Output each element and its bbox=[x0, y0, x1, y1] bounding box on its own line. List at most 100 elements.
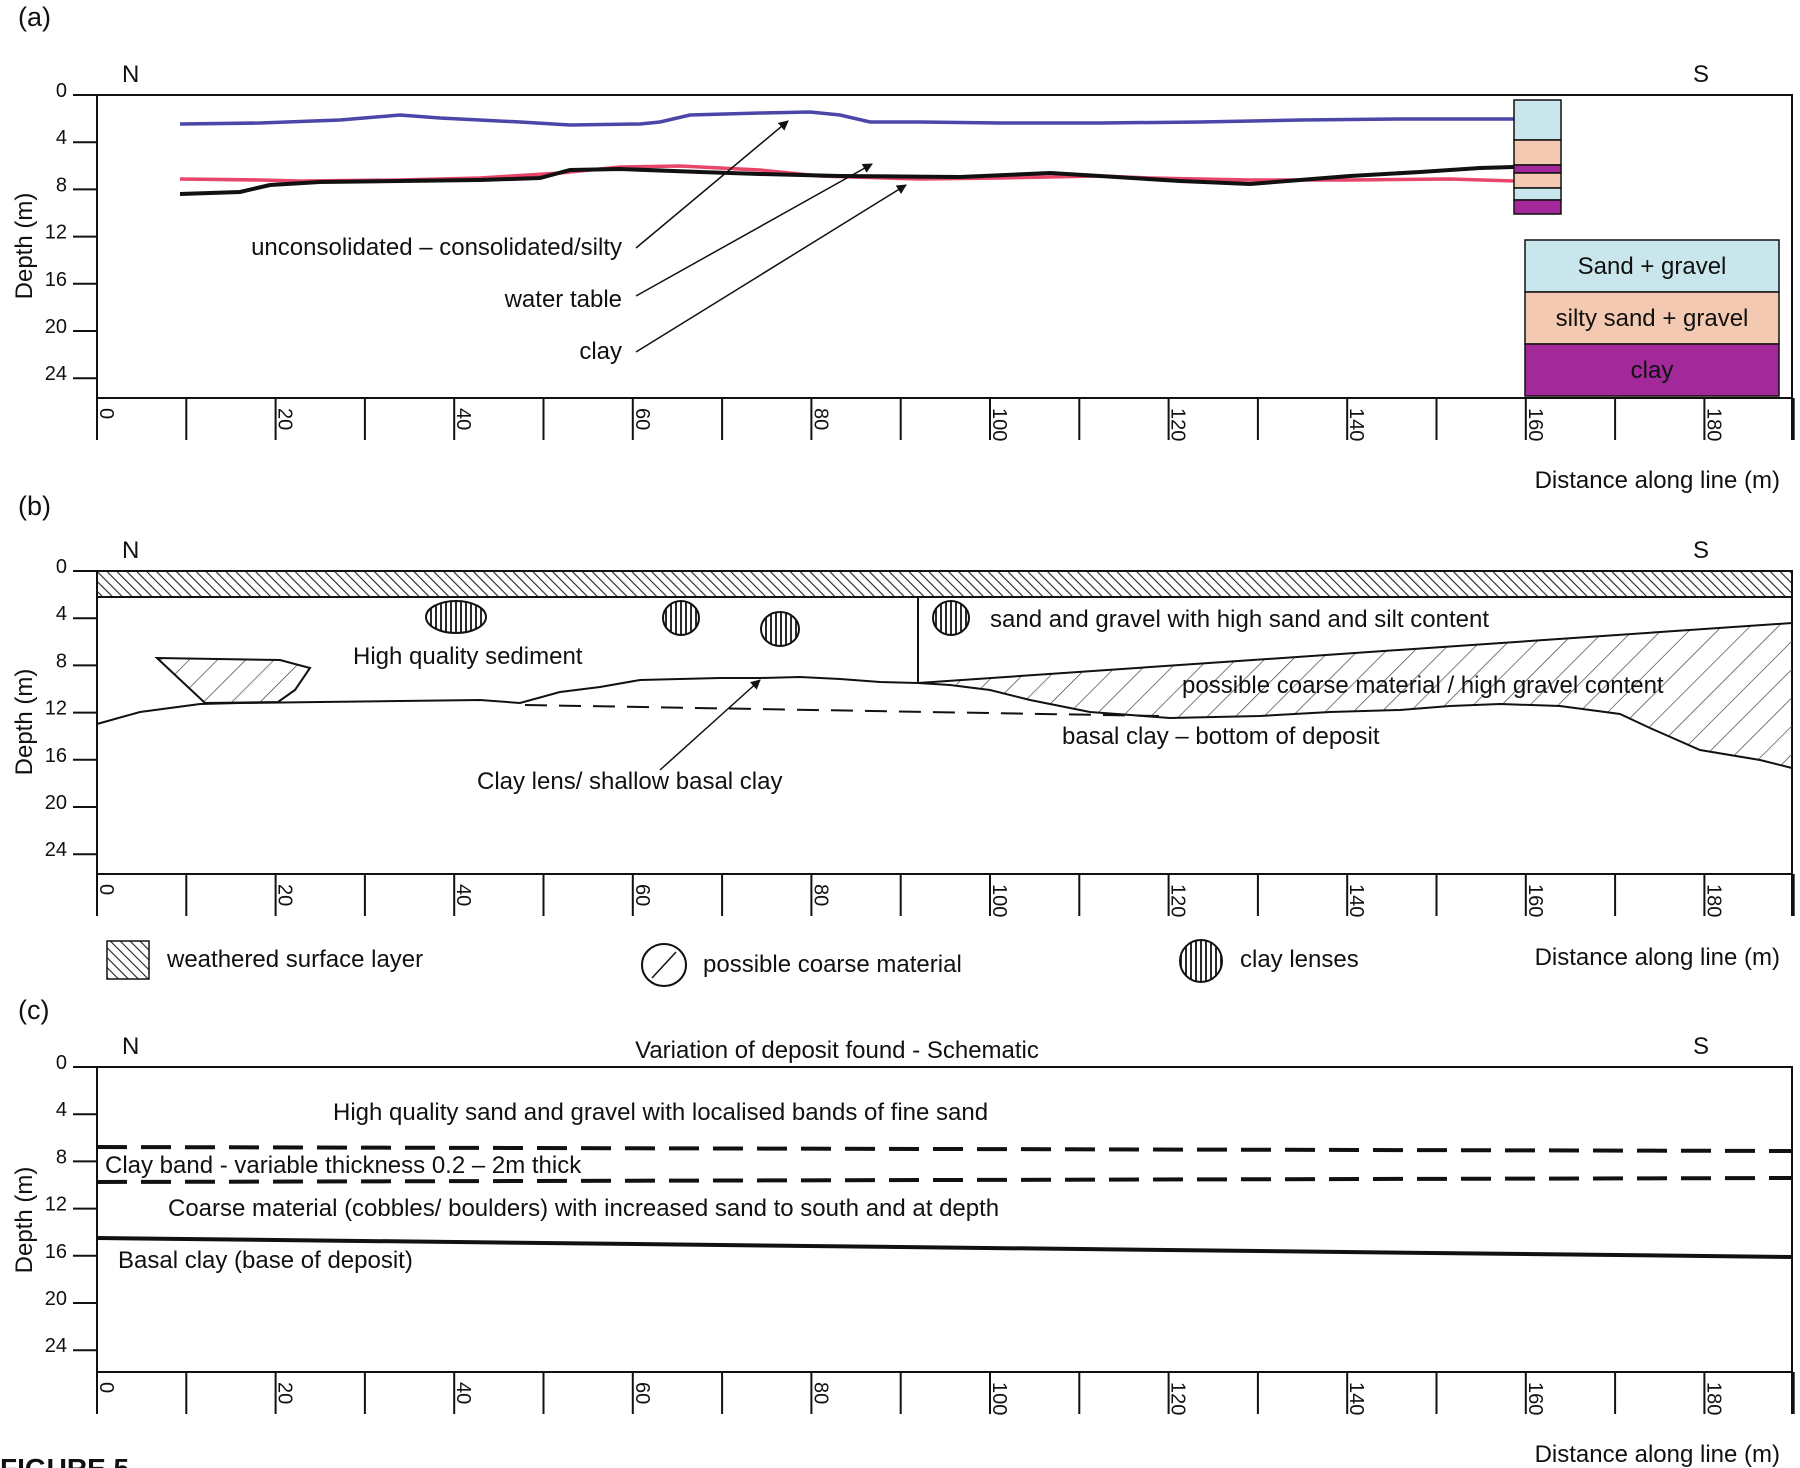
x-tick-label: 40 bbox=[452, 408, 474, 430]
legend-clay-label: clay bbox=[1631, 357, 1674, 384]
panel-c-y-axis-title: Depth (m) bbox=[11, 1167, 38, 1274]
x-tick-label: 160 bbox=[1524, 408, 1546, 441]
coarse-material-zone-south bbox=[918, 623, 1792, 768]
x-tick-label: 100 bbox=[988, 408, 1010, 441]
coarse-material-lens-north bbox=[154, 656, 312, 705]
y-tick-label: 16 bbox=[45, 745, 67, 767]
basal-clay-dashed-line bbox=[524, 704, 1161, 717]
basal-clay-boundary-line bbox=[96, 675, 1793, 769]
x-tick-label: 140 bbox=[1345, 884, 1367, 917]
x-tick-label: 180 bbox=[1702, 408, 1724, 441]
figure-caption: FIGURE 5 bbox=[0, 1453, 129, 1468]
y-tick-label: 16 bbox=[45, 269, 67, 291]
x-tick-label: 0 bbox=[95, 1382, 117, 1393]
clay-band-bottom-line bbox=[96, 1176, 1793, 1184]
x-tick-label: 20 bbox=[274, 408, 296, 430]
coarse-material-label-c: Coarse material (cobbles/ boulders) with… bbox=[168, 1195, 999, 1222]
y-tick-label: 12 bbox=[45, 698, 67, 720]
y-tick-label: 4 bbox=[56, 127, 67, 149]
sand-gravel-label: sand and gravel with high sand and silt … bbox=[990, 606, 1489, 633]
legend-sand-gravel-label: Sand + gravel bbox=[1578, 253, 1727, 280]
panel-b-north-label: N bbox=[122, 537, 139, 564]
x-tick-label: 160 bbox=[1524, 1382, 1546, 1415]
y-tick-label: 24 bbox=[45, 1335, 67, 1357]
clay-lens-4 bbox=[932, 600, 970, 636]
borehole-clay-layer-base bbox=[1513, 199, 1562, 215]
panel-c-x-axis-title: Distance along line (m) bbox=[1535, 1441, 1780, 1468]
clay-lens-arrow bbox=[659, 679, 761, 771]
clay-lens-3 bbox=[760, 611, 800, 647]
x-tick-label: 80 bbox=[809, 884, 831, 906]
x-tick-label: 80 bbox=[809, 408, 831, 430]
panel-c-south-label: S bbox=[1693, 1033, 1709, 1060]
y-tick-label: 12 bbox=[45, 1194, 67, 1216]
clay-lens-label: Clay lens/ shallow basal clay bbox=[477, 768, 782, 795]
borehole-log bbox=[1513, 99, 1562, 215]
x-tick-label: 180 bbox=[1702, 1382, 1724, 1415]
borehole-legend: Sand + gravel silty sand + gravel clay bbox=[1524, 239, 1780, 397]
clay-annotation: clay bbox=[579, 338, 622, 365]
y-tick-label: 20 bbox=[45, 792, 67, 814]
clay-lenses-legend-symbol bbox=[1179, 939, 1223, 983]
panel-c-title: Variation of deposit found - Schematic bbox=[635, 1037, 1039, 1064]
x-tick-label: 40 bbox=[452, 884, 474, 906]
legend-sand-gravel-swatch bbox=[1524, 239, 1780, 293]
borehole-sand-gravel-layer-lower bbox=[1513, 187, 1562, 201]
basal-clay-label: basal clay – bottom of deposit bbox=[1062, 723, 1380, 750]
coarse-legend-label: possible coarse material bbox=[703, 951, 962, 978]
panel-a-north-label: N bbox=[122, 61, 139, 88]
basal-clay-label-c: Basal clay (base of deposit) bbox=[118, 1247, 413, 1274]
borehole-silty-sand-layer-lower bbox=[1513, 172, 1562, 189]
y-tick-label: 24 bbox=[45, 839, 67, 861]
x-tick-label: 100 bbox=[988, 884, 1010, 917]
borehole-clay-layer bbox=[1513, 164, 1562, 174]
basal-clay-line bbox=[96, 1236, 1793, 1259]
x-tick-label: 60 bbox=[631, 408, 653, 430]
panel-b-y-axis-title: Depth (m) bbox=[11, 669, 38, 776]
panel-a-plot-frame bbox=[96, 94, 1793, 399]
x-tick-label: 80 bbox=[809, 1382, 831, 1404]
unconsolidated-annotation: unconsolidated – consolidated/silty bbox=[251, 234, 622, 261]
weathered-legend-label: weathered surface layer bbox=[166, 946, 423, 973]
y-tick-label: 8 bbox=[56, 650, 67, 672]
y-tick-label: 24 bbox=[45, 363, 67, 385]
unconsolidated-boundary-line bbox=[179, 110, 1514, 127]
unconsolidated-arrow bbox=[635, 120, 789, 249]
weathered-surface-layer bbox=[96, 570, 1793, 598]
x-tick-label: 140 bbox=[1345, 1382, 1367, 1415]
clay-arrow bbox=[635, 184, 907, 353]
x-tick-label: 120 bbox=[1167, 884, 1189, 917]
clay-lenses-legend-label: clay lenses bbox=[1240, 946, 1359, 973]
panel-b-x-axis-title: Distance along line (m) bbox=[1535, 944, 1780, 971]
coarse-legend-symbol-stroke bbox=[651, 951, 677, 979]
panel-c-letter: (c) bbox=[18, 995, 49, 1025]
x-tick-label: 0 bbox=[95, 884, 117, 895]
panel-b-letter: (b) bbox=[18, 491, 51, 521]
sand-gravel-boundary-line bbox=[917, 622, 1793, 684]
panel-c: (c) N S Variation of deposit found - Sch… bbox=[11, 995, 1795, 1468]
weathered-legend-swatch bbox=[106, 940, 150, 980]
panel-a-south-label: S bbox=[1693, 61, 1709, 88]
y-tick-label: 4 bbox=[56, 603, 67, 625]
panel-a-x-axis-title: Distance along line (m) bbox=[1535, 467, 1780, 494]
y-tick-label: 4 bbox=[56, 1099, 67, 1121]
y-tick-label: 20 bbox=[45, 316, 67, 338]
clay-lens-2 bbox=[662, 600, 700, 636]
panel-c-plot-frame bbox=[96, 1066, 1793, 1373]
legend-clay-swatch bbox=[1524, 343, 1780, 397]
legend-silty-sand-swatch bbox=[1524, 291, 1780, 345]
panel-a-letter: (a) bbox=[18, 2, 51, 32]
panel-b-south-label: S bbox=[1693, 537, 1709, 564]
symbol-legend: weathered surface layer possible coarse … bbox=[106, 939, 1359, 987]
coarse-material-label: possible coarse material / high gravel c… bbox=[1182, 672, 1664, 699]
x-tick-label: 100 bbox=[988, 1382, 1010, 1415]
panel-a-y-axis-title: Depth (m) bbox=[11, 193, 38, 300]
water-table-annotation: water table bbox=[504, 286, 622, 313]
legend-silty-sand-label: silty sand + gravel bbox=[1556, 305, 1749, 332]
y-tick-label: 16 bbox=[45, 1241, 67, 1263]
